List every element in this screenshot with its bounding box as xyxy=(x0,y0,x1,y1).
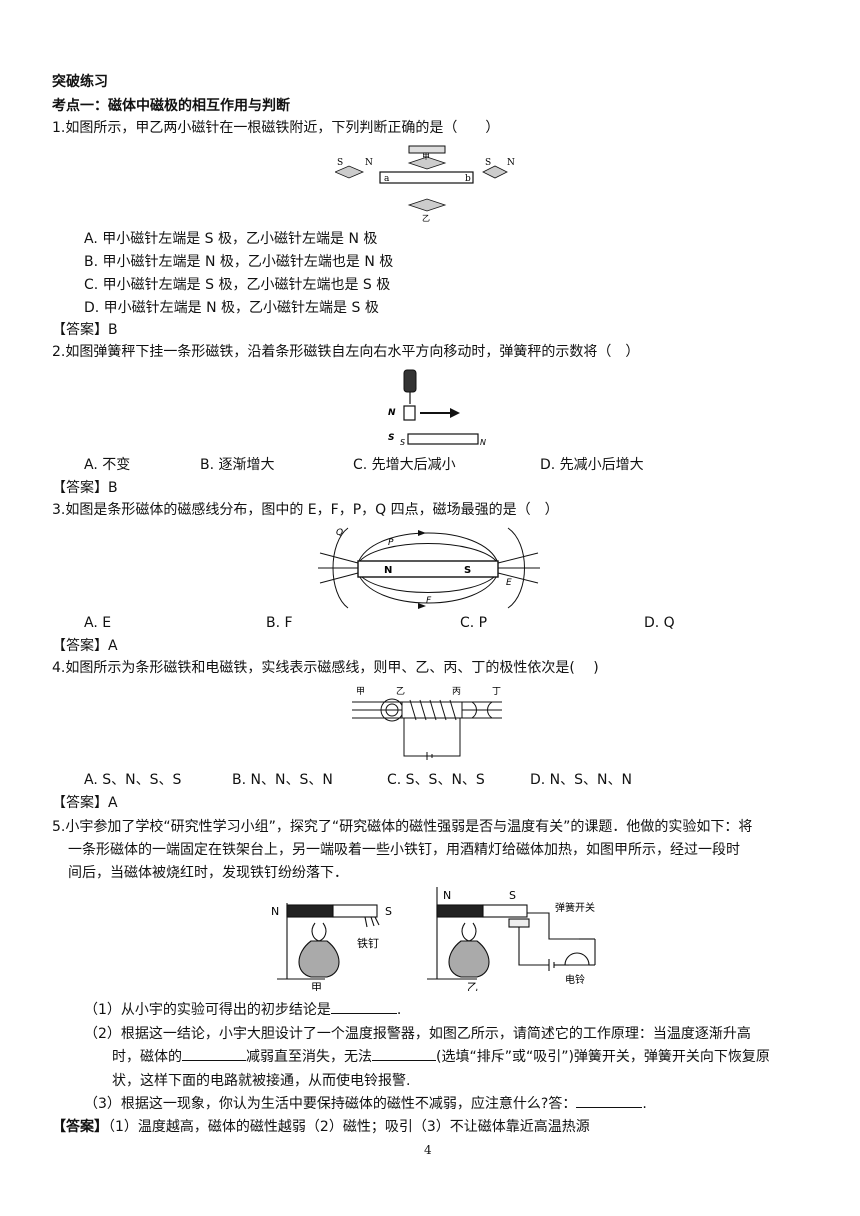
q5-label-jia: 甲 xyxy=(311,981,322,991)
section-heading: 突破练习 xyxy=(52,74,108,90)
q4-stem: 4.如图所示为条形磁铁和电磁铁，实线表示磁感线，则甲、乙、丙、丁的极性依次是( … xyxy=(52,660,599,676)
q3-label-s: S xyxy=(464,565,471,576)
q1-label-yi: 乙 xyxy=(422,214,430,223)
q1-label-s-right: S xyxy=(485,158,491,168)
q4-option-a: A. S、N、S、S xyxy=(84,772,182,788)
q5-sub2-text-b: 时，磁体的 xyxy=(112,1049,182,1065)
q4-figure: 甲 乙 丙 丁 xyxy=(352,686,502,760)
spring-scale-icon xyxy=(403,369,417,393)
q4-option-b: B. N、N、S、N xyxy=(232,772,333,788)
q3-figure: N S Q P E F xyxy=(318,527,540,609)
q5-sub2-blank1[interactable] xyxy=(182,1060,246,1061)
q5-sub2-blank2[interactable] xyxy=(372,1060,436,1061)
q1-figure: S N 甲 乙 a b S N xyxy=(335,145,515,223)
q1-option-a: A. 甲小磁针左端是 S 极，乙小磁针左端是 N 极 xyxy=(84,231,378,247)
q3-option-a: A. E xyxy=(84,615,112,631)
q2-stem: 2.如图弹簧秤下挂一条形磁铁，沿着条形磁铁自左向右水平方向移动时，弹簧秤的示数将… xyxy=(52,344,640,360)
q3-label-n: N xyxy=(384,565,392,576)
q1-answer: 【答案】B xyxy=(52,322,118,338)
compass-yi-icon xyxy=(407,198,447,212)
q1-stem: 1.如图所示，甲乙两小磁针在一根磁铁附近，下列判断正确的是（ ） xyxy=(52,120,500,136)
q2-option-c: C. 先增大后减小 xyxy=(353,457,456,473)
q2-label-n: N xyxy=(388,408,396,418)
q5-stem-line3: 间后，当磁体被烧红时，发现铁钉纷纷落下． xyxy=(68,865,348,881)
q3-option-b: B. F xyxy=(266,615,293,631)
topic-heading: 考点一：磁体中磁极的相互作用与判断 xyxy=(52,98,290,114)
q5-sub2-text-c: 减弱直至消失，无法 xyxy=(246,1049,372,1065)
q3-option-c: C. P xyxy=(460,615,488,631)
q3-stem: 3.如图是条形磁体的磁感线分布，图中的 E，F，P，Q 四点，磁场最强的是（ ） xyxy=(52,502,559,518)
q3-label-p: P xyxy=(388,538,394,548)
q5-sub1-end: . xyxy=(396,1002,402,1018)
q1-option-d: D. 甲小磁针左端是 N 极，乙小磁针左端是 S 极 xyxy=(84,300,379,316)
q5-stem-line2: 一条形磁体的一端固定在铁架台上，另一端吸着一些小铁钉，用酒精灯给磁体加热，如图甲… xyxy=(68,842,740,858)
q2-label-bar-s: S xyxy=(400,438,405,447)
q1-label-s: S xyxy=(337,158,343,168)
q5-label-s1: S xyxy=(385,905,392,918)
q1-label-n-right: N xyxy=(507,158,515,168)
field-arrow-icon-2 xyxy=(418,603,426,609)
compass-left-icon xyxy=(335,165,365,179)
q5-sub2-text-d: (选填“排斥”或“吸引”)弹簧开关，弹簧开关向下恢复原 xyxy=(436,1049,770,1065)
q1-label-n: N xyxy=(365,158,373,168)
q4-option-d: D. N、S、N、N xyxy=(530,772,632,788)
q5-sub2-line2: 时，磁体的 减弱直至消失，无法 (选填“排斥”或“吸引”)弹簧开关，弹簧开关向下恢复… xyxy=(112,1047,770,1067)
q5-figure: N S 铁钉 甲 N S 弹簧开关 电铃 乙 xyxy=(271,887,596,991)
q5-label-n1: N xyxy=(271,905,279,918)
q5-label-yi: 乙 xyxy=(467,981,478,991)
q2-option-a: A. 不变 xyxy=(84,457,131,473)
page-number: 4 xyxy=(424,1143,432,1157)
q5-answer-label: 【答案】 xyxy=(52,1119,108,1135)
q2-label-bar-n: N xyxy=(480,438,486,447)
q4-option-c: C. S、S、N、S xyxy=(387,772,485,788)
q1-label-a: a xyxy=(384,174,390,184)
bell-icon xyxy=(564,952,590,966)
field-arrow-icon xyxy=(418,530,426,536)
q5-label-nail: 铁钉 xyxy=(357,937,379,950)
q1-label-b: b xyxy=(465,174,471,184)
q5-label-s2: S xyxy=(509,889,516,902)
q3-option-d: D. Q xyxy=(644,615,675,631)
q5-sub3-end: . xyxy=(642,1096,647,1112)
q5-sub2-line3: 状，这样下面的电路就被接通，从而使电铃报警. xyxy=(112,1073,411,1089)
q4-label-ding: 丁 xyxy=(492,687,501,697)
q5-stem-line1: 5.小宇参加了学校“研究性学习小组”，探究了“研究磁体的磁性强弱是否与温度有关”… xyxy=(52,819,753,835)
q4-label-bing: 丙 xyxy=(452,686,461,697)
q5-label-n2: N xyxy=(443,889,451,902)
q3-label-e: E xyxy=(506,578,512,588)
q4-label-jia: 甲 xyxy=(356,686,365,697)
q2-option-b: B. 逐渐增大 xyxy=(200,457,275,473)
q5-sub2-line1: （2）根据这一结论，小宇大胆设计了一个温度报警器，如图乙所示，请简述它的工作原理… xyxy=(84,1026,751,1042)
q5-answer-text: （1）温度越高，磁体的磁性越弱（2）磁性；吸引（3）不让磁体靠近高温热源 xyxy=(108,1119,590,1135)
compass-jia-icon xyxy=(407,156,447,170)
q5-label-bell: 电铃 xyxy=(565,973,585,986)
q5-sub3-blank[interactable] xyxy=(576,1107,643,1108)
q1-option-b: B. 甲小磁针左端是 N 极，乙小磁针左端也是 N 极 xyxy=(84,254,394,270)
q3-label-q: Q xyxy=(336,528,343,538)
q5-sub3-text: （3）根据这一现象，你认为生活中要保持磁体的磁性不减弱，应注意什么?答： xyxy=(84,1096,577,1112)
q5-sub1-blank[interactable] xyxy=(330,1013,397,1014)
q2-label-s: S xyxy=(388,433,394,443)
q5-sub1-text: （1）从小宇的实验可得出的初步结论是 xyxy=(84,1002,331,1018)
q5-sub1: （1）从小宇的实验可得出的初步结论是. xyxy=(84,1000,401,1020)
q2-answer: 【答案】B xyxy=(52,480,118,496)
q5-label-spring-switch: 弹簧开关 xyxy=(555,901,595,914)
q2-figure: N S S N xyxy=(388,369,486,447)
q5-answer: 【答案】（1）温度越高，磁体的磁性越弱（2）磁性；吸引（3）不让磁体靠近高温热源 xyxy=(52,1117,590,1137)
q4-answer: 【答案】A xyxy=(52,795,118,811)
q2-option-d: D. 先减小后增大 xyxy=(540,457,644,473)
q3-answer: 【答案】A xyxy=(52,638,118,654)
q5-sub3: （3）根据这一现象，你认为生活中要保持磁体的磁性不减弱，应注意什么?答：. xyxy=(84,1094,647,1114)
q1-label-jia: 甲 xyxy=(422,152,430,161)
q4-label-yi: 乙 xyxy=(396,686,405,697)
arrow-right-icon xyxy=(450,408,460,418)
q1-option-c: C. 甲小磁针左端是 S 极，乙小磁针左端也是 S 极 xyxy=(84,277,391,293)
compass-right-icon xyxy=(482,165,508,179)
q3-label-f: F xyxy=(426,596,432,606)
